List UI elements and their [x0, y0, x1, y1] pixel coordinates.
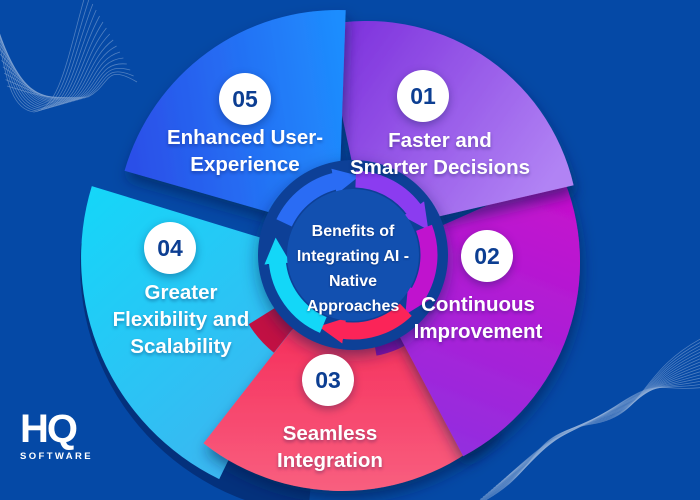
segment-02-label: Continuous Improvement	[353, 291, 603, 345]
hub	[258, 160, 448, 350]
segment-04-label-line1: Greater	[144, 281, 218, 304]
badge-04-number: 04	[157, 234, 183, 261]
segment-03-label-line1: Seamless	[282, 422, 378, 445]
segment-05-label-line2: Experience	[190, 153, 300, 176]
hub-title-line4: Approaches	[306, 298, 400, 315]
segment-03-label-line2: Integration	[277, 449, 383, 472]
segment-01-label-line2: Smarter Decisions	[349, 156, 531, 179]
badge-02: 02	[461, 230, 513, 282]
segment-03-label: Seamless Integration	[205, 420, 455, 474]
badge-03: 03	[302, 354, 354, 406]
badge-03-number: 03	[315, 366, 341, 393]
cycle-arrow-purple	[355, 170, 429, 231]
segment-01-label: Faster and Smarter Decisions	[315, 127, 565, 181]
cycle-arrow-cyan	[264, 237, 327, 333]
hub-title-line1: Benefits of	[311, 223, 395, 240]
logo-monogram: HQ	[20, 407, 78, 451]
segment-04-label-line3: Scalability	[130, 335, 232, 358]
logo-subtext: SOFTWARE	[20, 451, 94, 462]
segment-02-label-line1: Continuous	[421, 293, 535, 316]
hub-title-line2: Integrating AI -	[296, 248, 410, 265]
cycle-arrows	[264, 168, 438, 344]
cycle-arrow-pink	[318, 303, 412, 344]
badge-05: 05	[219, 73, 271, 125]
segment-05-label: Enhanced User- Experience	[120, 124, 370, 178]
badge-01-number: 01	[410, 82, 436, 109]
hub-title: Benefits of Integrating AI - Native Appr…	[273, 219, 433, 319]
cycle-arrow-blue	[276, 168, 360, 227]
decorative-waves-bottom-right	[479, 338, 700, 500]
decorative-waves-top-left	[0, 0, 138, 113]
segment-05-label-line1: Enhanced User-	[166, 126, 324, 149]
badge-02-number: 02	[474, 242, 500, 269]
segment-04-label-line2: Flexibility and	[112, 308, 250, 331]
hqsoftware-logo: HQ SOFTWARE	[20, 408, 93, 462]
segment-04-label: Greater Flexibility and Scalability	[56, 279, 306, 360]
badge-01: 01	[397, 70, 449, 122]
badge-05-number: 05	[232, 85, 258, 112]
badge-04: 04	[144, 222, 196, 274]
cycle-arrow-magenta	[405, 224, 438, 315]
hub-title-line3: Native	[328, 273, 378, 290]
segment-01-label-line1: Faster and	[388, 129, 492, 152]
hub-inner-circle	[287, 189, 419, 321]
segment-02-label-line2: Improvement	[413, 320, 543, 343]
